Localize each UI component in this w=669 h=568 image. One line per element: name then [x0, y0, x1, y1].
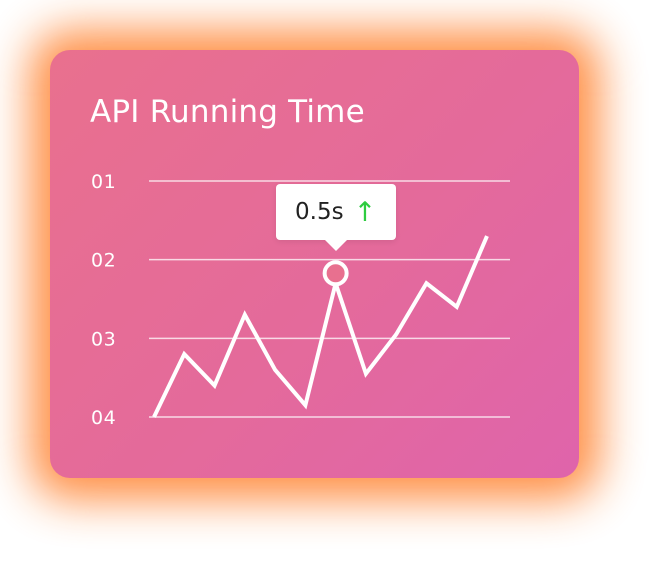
y-tick-label: 03: [91, 328, 116, 350]
value-tooltip: 0.5s ↑: [275, 184, 396, 252]
line-chart: 01 02 03 04: [91, 171, 510, 429]
y-tick-label: 01: [91, 171, 116, 193]
series-line: [152, 235, 489, 418]
gridlines: [149, 180, 510, 418]
marker-layer: [322, 260, 349, 287]
tooltip-value: 0.5s: [295, 199, 344, 226]
chart-card: API Running Time 01 02 03 04 0.5s ↑: [50, 50, 579, 478]
chart-title: API Running Time: [90, 94, 365, 130]
highlight-marker[interactable]: [322, 260, 349, 287]
arrow-up-icon: ↑: [353, 196, 377, 228]
y-tick-label: 04: [91, 407, 116, 429]
y-tick-label: 02: [91, 250, 116, 272]
series-layer: [152, 235, 489, 418]
y-axis-ticks: 01 02 03 04: [91, 171, 116, 429]
